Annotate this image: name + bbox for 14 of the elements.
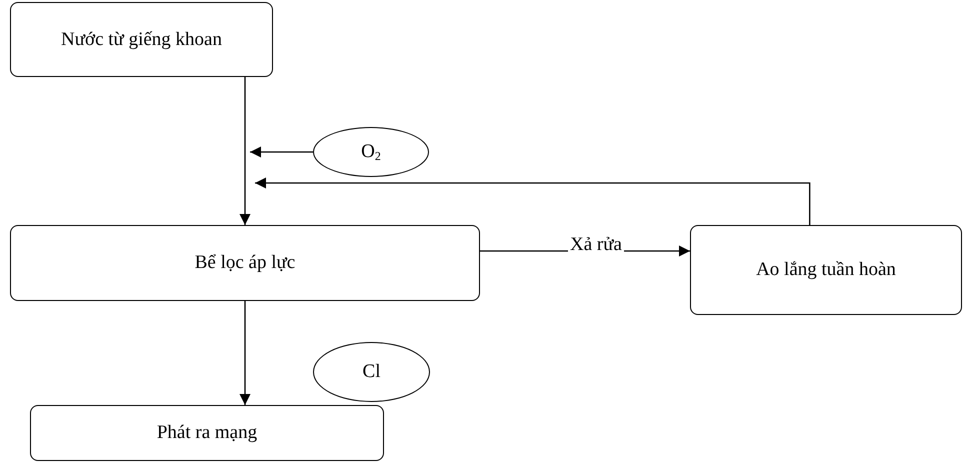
process-box (10, 225, 480, 301)
process-box (10, 2, 273, 77)
node-text: Cl (362, 361, 380, 383)
arrow (255, 178, 810, 225)
node-text: Ao lắng tuần hoàn (756, 259, 896, 281)
node-text: Phát ra mạng (156, 422, 258, 444)
arrow (240, 301, 250, 405)
process-box (30, 405, 384, 461)
arrow (250, 146, 313, 158)
node-text: Nước từ giếng khoan (61, 28, 222, 50)
process-box (690, 225, 962, 315)
node-text: O$_{2}$ (361, 140, 381, 164)
node-text: Bể lọc áp lực (194, 252, 296, 274)
arrow (240, 77, 250, 225)
